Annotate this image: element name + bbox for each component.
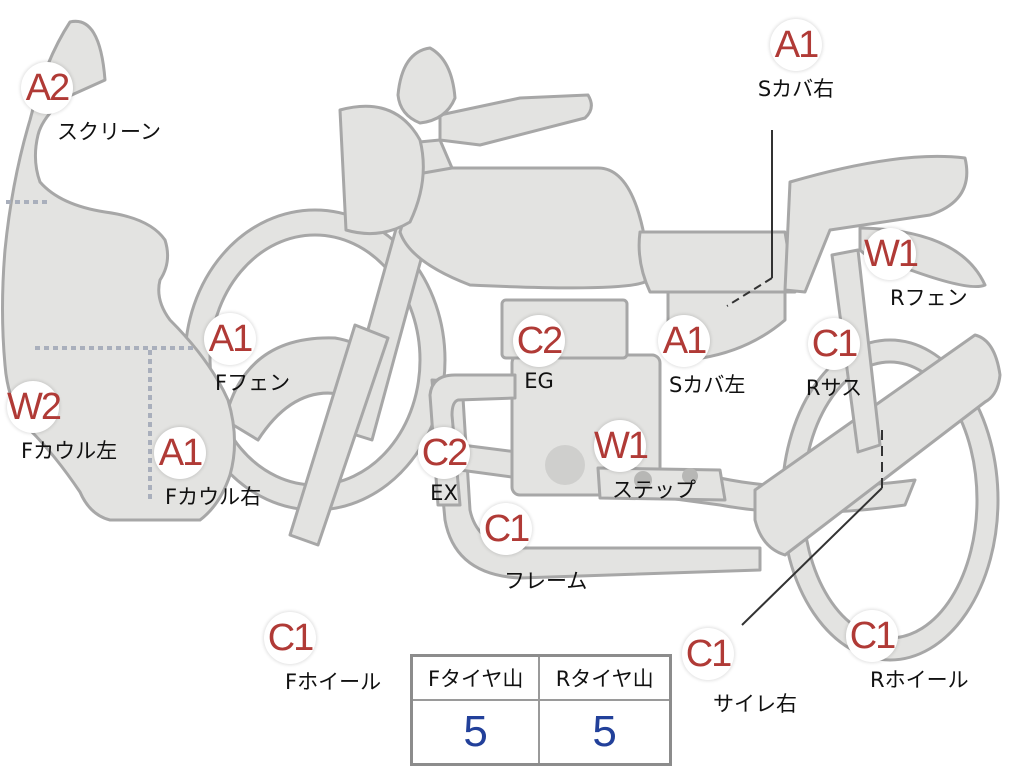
headlight [338,104,425,236]
callout-rear-fender[interactable]: W1 Rフェン [830,228,968,312]
part-label: Sカバ左 [669,373,746,397]
tread-value-row: 5 5 [410,699,672,766]
grade-badge: C1 [682,628,734,680]
grade-badge: C1 [808,318,860,370]
frame-loop [430,378,762,580]
part-label: EX [430,481,458,505]
part-label: Rフェン [890,286,968,310]
callout-front-cowl-left[interactable]: W2 Fカウル左 [0,381,118,465]
callout-engine[interactable]: C2 EG [479,315,599,393]
part-label: Fフェン [215,371,291,395]
callout-front-fender[interactable]: A1 Fフェン [170,313,290,397]
engine-cover [545,445,585,485]
grade-badge: A1 [770,19,822,71]
callout-side-cover-right[interactable]: A1 Sカバ右 [736,19,856,103]
part-label: ステップ [612,478,696,502]
grade-badge: W1 [864,228,919,280]
callout-rear-suspension[interactable]: C1 Rサス [774,318,894,402]
front-tread-header: Fタイヤ山 [410,654,541,701]
grade-badge: W1 [594,420,649,472]
grade-badge: A1 [658,315,710,367]
grade-badge: C2 [513,315,565,367]
rear-tread-header: Rタイヤ山 [538,654,672,701]
grade-badge: A2 [21,62,73,114]
grade-badge: C1 [264,612,316,664]
part-label: Sカバ右 [757,77,835,101]
front-fork [288,323,390,547]
part-label: Rサス [805,376,863,400]
part-label: Rホイール [870,668,969,692]
part-label: スクリーン [57,120,161,144]
rear-tread-value: 5 [538,699,672,766]
callout-silencer-right[interactable]: C1 サイレ右 [648,628,797,718]
callout-front-cowl-right[interactable]: A1 Fカウル右 [120,427,262,511]
part-label: Fカウル右 [165,485,262,509]
tire-tread-table: Fタイヤ山 Rタイヤ山 5 5 [410,654,672,766]
callout-rear-wheel[interactable]: C1 Rホイール [812,610,969,694]
fairing [1,19,237,522]
tail-cowl [783,154,969,294]
part-label: フレーム [504,569,588,593]
handlebar [438,93,593,147]
grade-badge: C1 [846,610,898,662]
front-tread-value: 5 [410,699,541,766]
callout-exhaust[interactable]: C2 EX [384,427,504,505]
tread-header-row: Fタイヤ山 Rタイヤ山 [410,654,672,701]
fuel-tank [398,166,647,290]
callout-side-cover-left[interactable]: A1 Sカバ左 [624,315,746,399]
part-label: EG [524,369,554,393]
grade-badge: A1 [204,313,256,365]
grade-badge: C1 [480,503,532,555]
part-label: サイレ右 [713,692,797,716]
grade-badge: A1 [154,427,206,479]
callout-screen[interactable]: A2 スクリーン [0,62,161,146]
part-label: Fカウル左 [21,439,118,463]
part-label: Fホイール [285,670,382,694]
callout-step[interactable]: W1 ステップ [560,420,696,504]
grade-badge: W2 [7,381,62,433]
footpeg-knob-2 [682,468,698,484]
mirror [396,46,457,125]
front-wheel-rim [183,208,447,512]
grade-badge: C2 [418,427,470,479]
footpeg-knob-1 [634,471,652,489]
callout-frame[interactable]: C1 フレーム [446,503,588,595]
callout-front-wheel[interactable]: C1 Fホイール [230,612,382,696]
